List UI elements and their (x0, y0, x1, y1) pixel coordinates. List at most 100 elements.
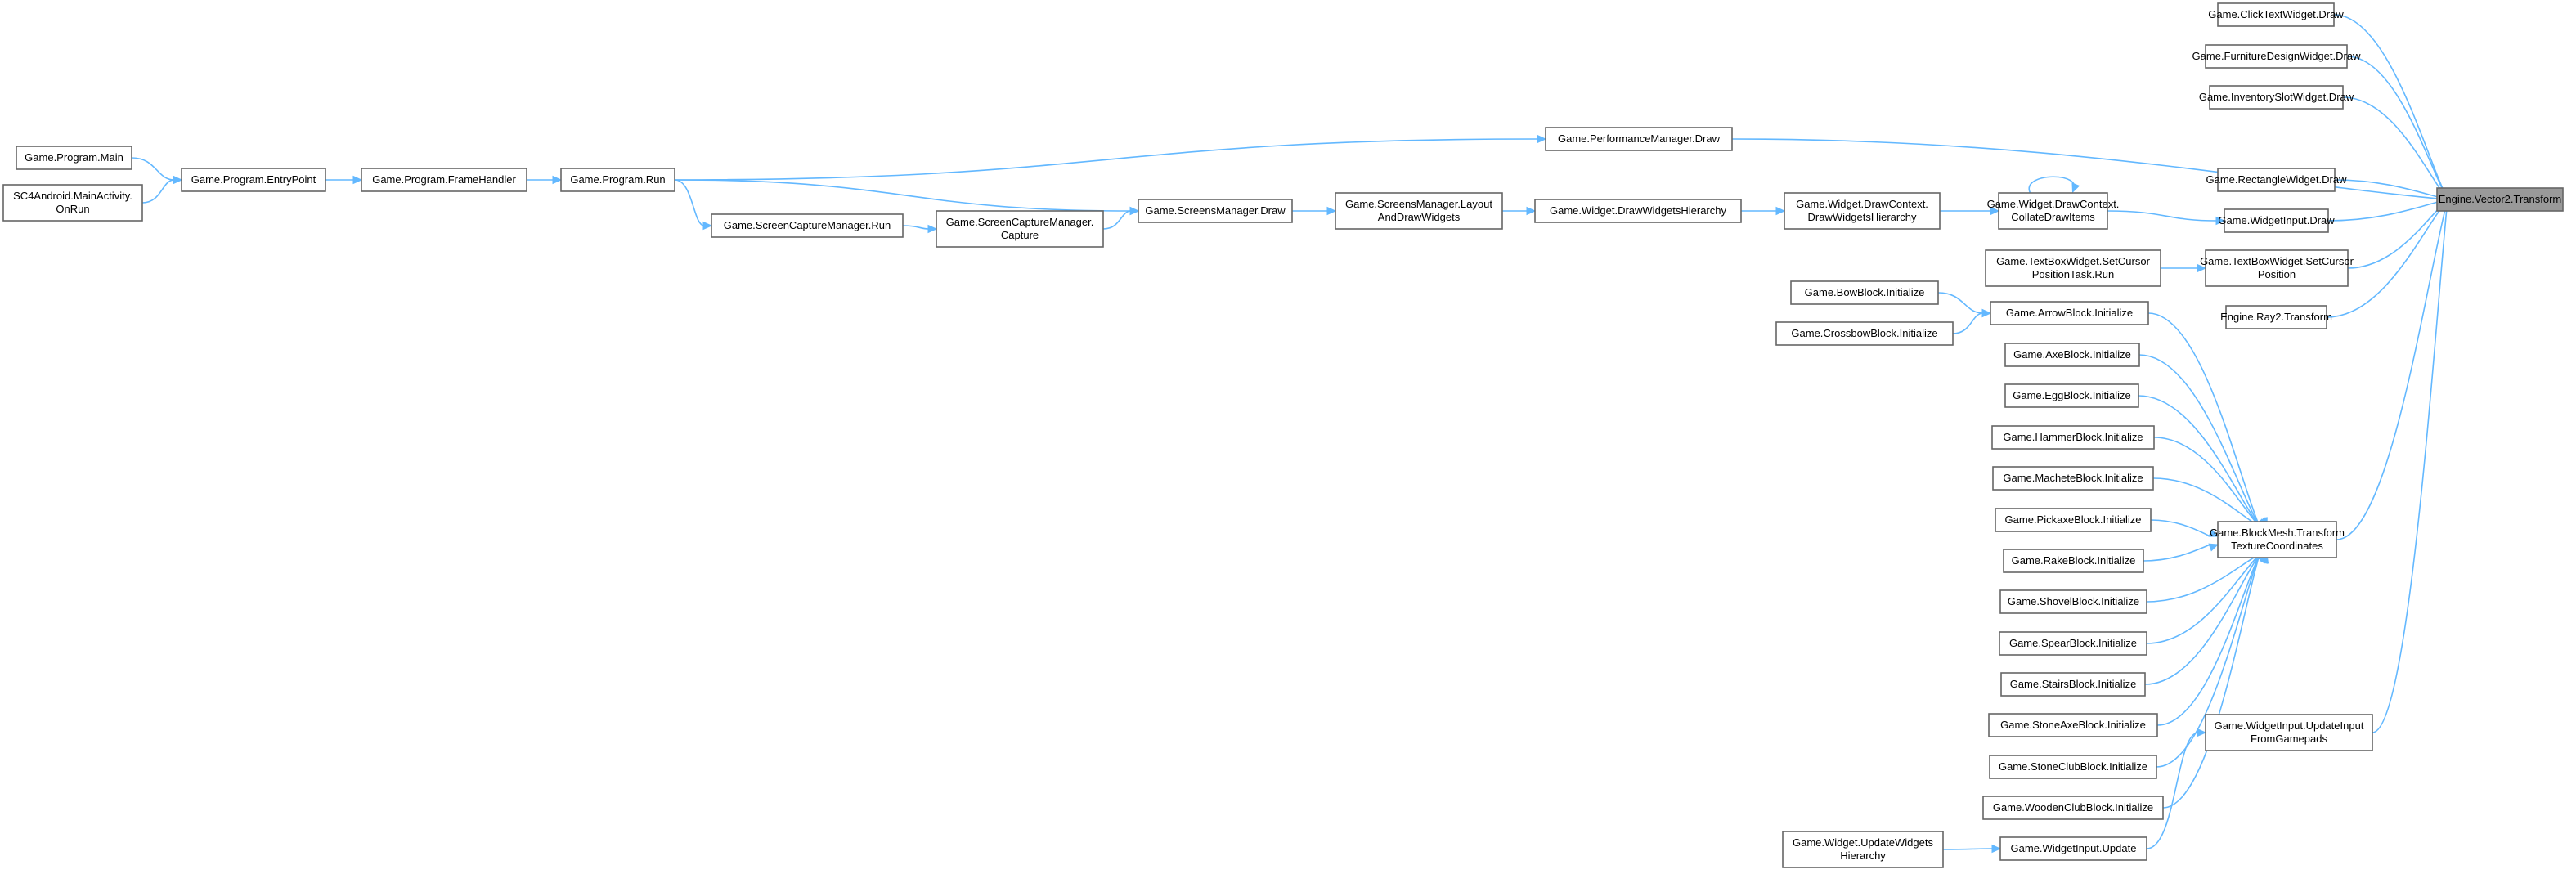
node-box (2224, 208, 2329, 233)
edge-crossbow-to-arrow (1952, 308, 1992, 334)
node-box (711, 213, 904, 238)
node-box (2003, 549, 2144, 573)
graph-node[interactable]: Game.EggBlock.Initialize (2004, 383, 2139, 408)
node-label: SC4Android.MainActivity. (13, 190, 132, 202)
node-box (2205, 44, 2348, 69)
edge-tbTask-to-tbSetCursor (2161, 263, 2207, 273)
graph-node[interactable]: Game.ClickTextWidget.Draw (2208, 2, 2344, 27)
graph-node[interactable]: Game.RectangleWidget.Draw (2206, 168, 2348, 192)
graph-node[interactable]: Game.ScreenCaptureManager.Run (711, 213, 904, 238)
edge-machete-to-blockmesh (2152, 477, 2269, 527)
node-label: Game.WidgetInput.Update (2011, 842, 2137, 854)
node-label: Game.Widget.DrawContext. (1796, 198, 1928, 210)
node-box (2004, 383, 2139, 408)
graph-node[interactable]: Game.StoneAxeBlock.Initialize (1988, 713, 2158, 737)
node-label: Game.ScreenCaptureManager.Run (724, 219, 891, 231)
graph-node[interactable]: Game.RakeBlock.Initialize (2003, 549, 2144, 573)
node-box (936, 210, 1104, 248)
node-label: AndDrawWidgets (1378, 211, 1461, 223)
graph-node[interactable]: Game.CrossbowBlock.Initialize (1775, 321, 1954, 346)
node-label: FromGamepads (2251, 733, 2327, 745)
graph-node[interactable]: Game.FurnitureDesignWidget.Draw (2192, 44, 2362, 69)
node-label: Game.WidgetInput.UpdateInput (2215, 719, 2364, 732)
edge-wiDraw-to-root (2327, 197, 2457, 222)
graph-node[interactable]: Game.StairsBlock.Initialize (2000, 672, 2146, 697)
graph-node[interactable]: Game.TextBoxWidget.SetCursorPositionTask… (1985, 249, 2161, 287)
graph-node[interactable]: Game.PerformanceManager.Draw (1545, 127, 1733, 151)
graph-node[interactable]: Game.SpearBlock.Initialize (1999, 631, 2147, 656)
node-label: Game.HammerBlock.Initialize (2003, 431, 2143, 443)
edge-collate-to-wiDraw (2107, 210, 2226, 226)
node-label: Game.BowBlock.Initialize (1805, 286, 1925, 298)
node-box (2205, 714, 2373, 751)
graph-node[interactable]: Game.BowBlock.Initialize (1790, 280, 1939, 305)
edge-arrow-to-blockmesh (2147, 312, 2268, 528)
graph-node[interactable]: SC4Android.MainActivity.OnRun (2, 184, 143, 222)
graph-node[interactable]: Game.HammerBlock.Initialize (1991, 425, 2155, 450)
graph-node[interactable]: Game.Program.Main (16, 146, 132, 170)
edge-wdwh-to-dwh (1740, 206, 1786, 216)
node-label: Game.Program.EntryPoint (191, 173, 316, 186)
node-label: CollateDrawItems (2011, 211, 2095, 223)
node-box (2000, 672, 2146, 697)
node-box (1335, 192, 1503, 230)
graph-node[interactable]: Game.AxeBlock.Initialize (2004, 343, 2140, 367)
node-box (1991, 425, 2155, 450)
graph-node[interactable]: Engine.Ray2.Transform (2220, 305, 2332, 329)
node-label: Engine.Vector2.Transform (2439, 193, 2562, 205)
node-box (1985, 249, 2161, 287)
graph-node[interactable]: Game.ShovelBlock.Initialize (1999, 589, 2147, 614)
graph-node[interactable]: Game.WoodenClubBlock.Initialize (1982, 796, 2164, 820)
node-label: Game.StoneClubBlock.Initialize (1999, 760, 2147, 773)
node-label: Game.RectangleWidget.Draw (2206, 173, 2348, 186)
node-box (560, 168, 675, 192)
edge-progRun-to-scmRun (674, 179, 713, 231)
node-label: Engine.Ray2.Transform (2220, 311, 2332, 323)
node-box (1999, 589, 2147, 614)
node-box (1999, 631, 2147, 656)
graph-node[interactable]: Game.PickaxeBlock.Initialize (1995, 508, 2152, 532)
node-label: Game.ScreenCaptureManager. (946, 216, 1094, 228)
node-box (1995, 508, 2152, 532)
node-label: Game.ArrowBlock.Initialize (2006, 307, 2133, 319)
node-box (1790, 280, 1939, 305)
graph-node[interactable]: Game.Program.FrameHandler (361, 168, 527, 192)
graph-node[interactable]: Game.ScreensManager.Draw (1138, 199, 1293, 223)
graph-node[interactable]: Game.Program.EntryPoint (181, 168, 326, 192)
node-label: Game.Program.Main (25, 151, 123, 164)
graph-node[interactable]: Game.MacheteBlock.Initialize (1992, 466, 2154, 491)
graph-node[interactable]: Game.WidgetInput.Update (1999, 836, 2147, 861)
graph-node[interactable]: Game.Widget.DrawContext.CollateDrawItems (1987, 192, 2120, 230)
node-label: Game.PickaxeBlock.Initialize (2005, 513, 2142, 526)
graph-node[interactable]: Game.InventorySlotWidget.Draw (2199, 85, 2354, 110)
graph-node[interactable]: Game.Program.Run (560, 168, 675, 192)
edge-smLayout-to-wdwh (1501, 206, 1537, 216)
node-label: Game.StairsBlock.Initialize (2010, 678, 2137, 690)
edge-wiUpdate-to-wiUpdGamepads (2146, 728, 2207, 849)
graph-node[interactable]: Game.ArrowBlock.Initialize (1990, 301, 2149, 325)
edge-dwh-to-collate (1939, 206, 2000, 216)
graph-node[interactable]: Game.StoneClubBlock.Initialize (1989, 755, 2157, 779)
node-box (2217, 168, 2336, 192)
node-label: DrawWidgetsHierarchy (1808, 211, 1917, 223)
node-label: PositionTask.Run (2032, 268, 2114, 280)
edge-entry-to-frameHandler (325, 175, 363, 185)
node-box (1990, 301, 2149, 325)
root-node: Engine.Vector2.Transform (2436, 187, 2564, 212)
graph-node[interactable]: Game.BlockMesh.TransformTextureCoordinat… (2210, 521, 2345, 558)
graph-node[interactable]: Game.Widget.DrawContext.DrawWidgetsHiera… (1784, 192, 1941, 230)
node-box (1138, 199, 1293, 223)
node-box (1988, 713, 2158, 737)
graph-node[interactable]: Game.WidgetInput.Draw (2218, 208, 2335, 233)
graph-node[interactable]: Game.Widget.DrawWidgetsHierarchy (1534, 199, 1742, 223)
node-box (1545, 127, 1733, 151)
node-label: Game.StoneAxeBlock.Initialize (2000, 719, 2146, 731)
node-label: Game.MacheteBlock.Initialize (2003, 472, 2143, 484)
graph-node[interactable]: Game.ScreenCaptureManager.Capture (936, 210, 1104, 248)
node-label: Position (2258, 268, 2296, 280)
